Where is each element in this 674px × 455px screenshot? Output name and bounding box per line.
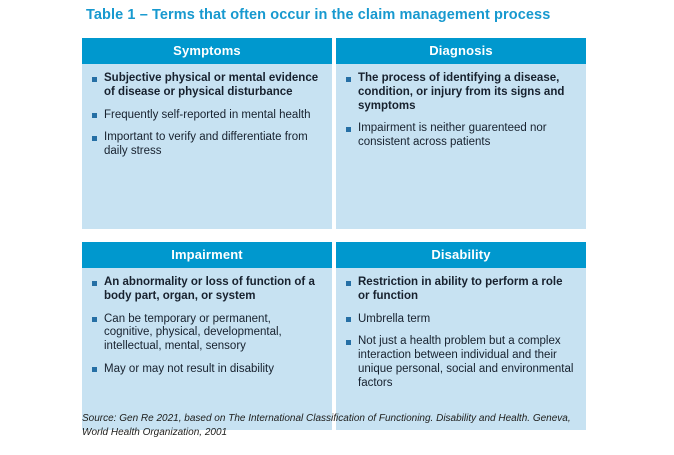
- list-item-label: Can be temporary or permanent, cognitive…: [104, 312, 282, 353]
- list-item: Subjective physical or mental evidence o…: [92, 72, 322, 100]
- list-item: May or may not result in disability: [92, 363, 322, 377]
- term-card-header-impairment: Impairment: [82, 242, 332, 268]
- list-item-label: Umbrella term: [358, 312, 431, 325]
- term-card-header-diagnosis: Diagnosis: [336, 38, 586, 64]
- term-card-header-disability: Disability: [336, 242, 586, 268]
- square-bullet-icon: [92, 113, 97, 119]
- term-card-impairment: Impairment An abnormality or loss of fun…: [82, 242, 332, 430]
- term-card-diagnosis: Diagnosis The process of identifying a d…: [336, 38, 586, 229]
- square-bullet-icon: [92, 280, 97, 286]
- list-item-label: May or may not result in disability: [104, 362, 275, 375]
- list-item: Important to verify and differentiate fr…: [92, 131, 322, 159]
- list-item: Can be temporary or permanent, cognitive…: [92, 313, 322, 354]
- bullet-list-diagnosis: The process of identifying a disease, co…: [346, 72, 576, 150]
- square-bullet-icon: [92, 76, 97, 82]
- list-item-label: Not just a health problem but a complex …: [358, 335, 574, 389]
- term-card-body-diagnosis: The process of identifying a disease, co…: [336, 64, 586, 229]
- list-item-label: The process of identifying a disease, co…: [358, 72, 565, 112]
- bullet-list-disability: Restriction in ability to perform a role…: [346, 276, 576, 391]
- square-bullet-icon: [346, 126, 351, 132]
- list-item: An abnormality or loss of function of a …: [92, 276, 322, 304]
- list-item-label: Impairment is neither guarenteed nor con…: [358, 122, 547, 149]
- bullet-list-symptoms: Subjective physical or mental evidence o…: [92, 72, 322, 159]
- list-item-label: An abnormality or loss of function of a …: [104, 276, 315, 302]
- list-item-label: Restriction in ability to perform a role…: [358, 276, 563, 302]
- square-bullet-icon: [346, 317, 351, 323]
- list-item: Umbrella term: [346, 313, 576, 327]
- term-card-header-symptoms: Symptoms: [82, 38, 332, 64]
- term-card-disability: Disability Restriction in ability to per…: [336, 242, 586, 430]
- term-card-symptoms: Symptoms Subjective physical or mental e…: [82, 38, 332, 229]
- list-item-label: Important to verify and differentiate fr…: [104, 131, 308, 158]
- terms-table: Symptoms Subjective physical or mental e…: [82, 38, 586, 430]
- square-bullet-icon: [92, 367, 97, 373]
- list-item-label: Frequently self-reported in mental healt…: [104, 108, 311, 121]
- bullet-list-impairment: An abnormality or loss of function of a …: [92, 276, 322, 377]
- square-bullet-icon: [92, 135, 97, 141]
- list-item: Frequently self-reported in mental healt…: [92, 109, 322, 123]
- list-item-label: Subjective physical or mental evidence o…: [104, 72, 319, 98]
- square-bullet-icon: [346, 280, 351, 286]
- page-title: Table 1 – Terms that often occur in the …: [86, 7, 551, 23]
- source-note: Source: Gen Re 2021, based on The Intern…: [82, 413, 571, 438]
- term-card-body-disability: Restriction in ability to perform a role…: [336, 268, 586, 430]
- square-bullet-icon: [346, 339, 351, 345]
- square-bullet-icon: [92, 317, 97, 323]
- term-card-body-impairment: An abnormality or loss of function of a …: [82, 268, 332, 430]
- list-item: Not just a health problem but a complex …: [346, 335, 576, 390]
- term-card-body-symptoms: Subjective physical or mental evidence o…: [82, 64, 332, 229]
- list-item: The process of identifying a disease, co…: [346, 72, 576, 113]
- list-item: Impairment is neither guarenteed nor con…: [346, 122, 576, 150]
- list-item: Restriction in ability to perform a role…: [346, 276, 576, 304]
- square-bullet-icon: [346, 76, 351, 82]
